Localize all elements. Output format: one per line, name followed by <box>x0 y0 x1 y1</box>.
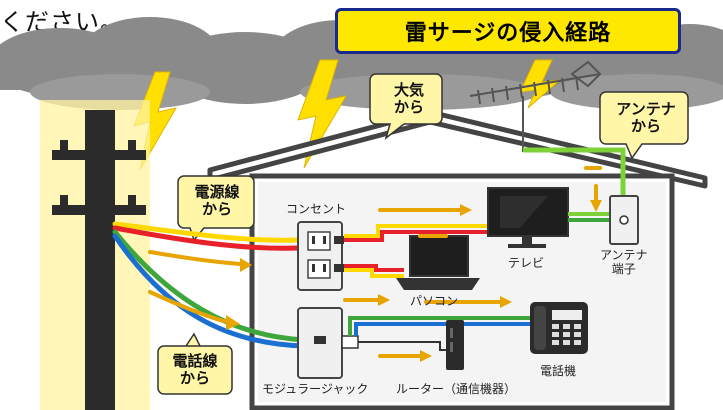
pc-label: パソコン <box>410 294 459 308</box>
title-box: 雷サージの侵入経路 <box>335 8 681 54</box>
tv-antenna-icon <box>469 60 602 152</box>
bubble-phone-line <box>157 332 233 395</box>
outlet-label: コンセント <box>286 202 347 216</box>
surge-arrows <box>148 166 602 358</box>
outlet-icon <box>297 221 344 291</box>
phone-line-wires <box>112 229 308 349</box>
tv-label: テレビ <box>508 256 545 270</box>
modular-jack-icon <box>297 307 359 379</box>
modular-jack-label: モジュラージャック <box>262 382 369 396</box>
arrow-heads <box>226 200 602 362</box>
bubble-atmosphere <box>369 73 443 141</box>
antenna-terminal-icon <box>568 195 639 245</box>
laptop-icon <box>396 235 480 290</box>
bubble-antenna-text: アンテナ から <box>616 100 676 135</box>
power-line-wires <box>112 221 303 251</box>
indoor-power-wires <box>344 224 490 278</box>
bubble-power-line-text: 電源線 から <box>194 183 240 218</box>
bubble-atmosphere-text: 大気 から <box>393 81 424 116</box>
bubble-phone-line-text: 電話線 から <box>172 352 218 387</box>
router-icon <box>446 320 464 370</box>
antenna-cable <box>523 147 626 198</box>
diagram-title: 雷サージの侵入経路 <box>404 21 612 46</box>
router-label: ルーター（通信機器） <box>396 382 517 396</box>
tv-icon <box>487 187 569 248</box>
indoor-phone-wires <box>348 316 530 351</box>
antenna-terminal-label: アンテナ 端子 <box>600 248 648 276</box>
telephone-icon <box>530 302 588 354</box>
bubble-antenna <box>599 91 689 160</box>
utility-pole <box>52 110 146 410</box>
telephone-label: 電話機 <box>540 364 577 378</box>
